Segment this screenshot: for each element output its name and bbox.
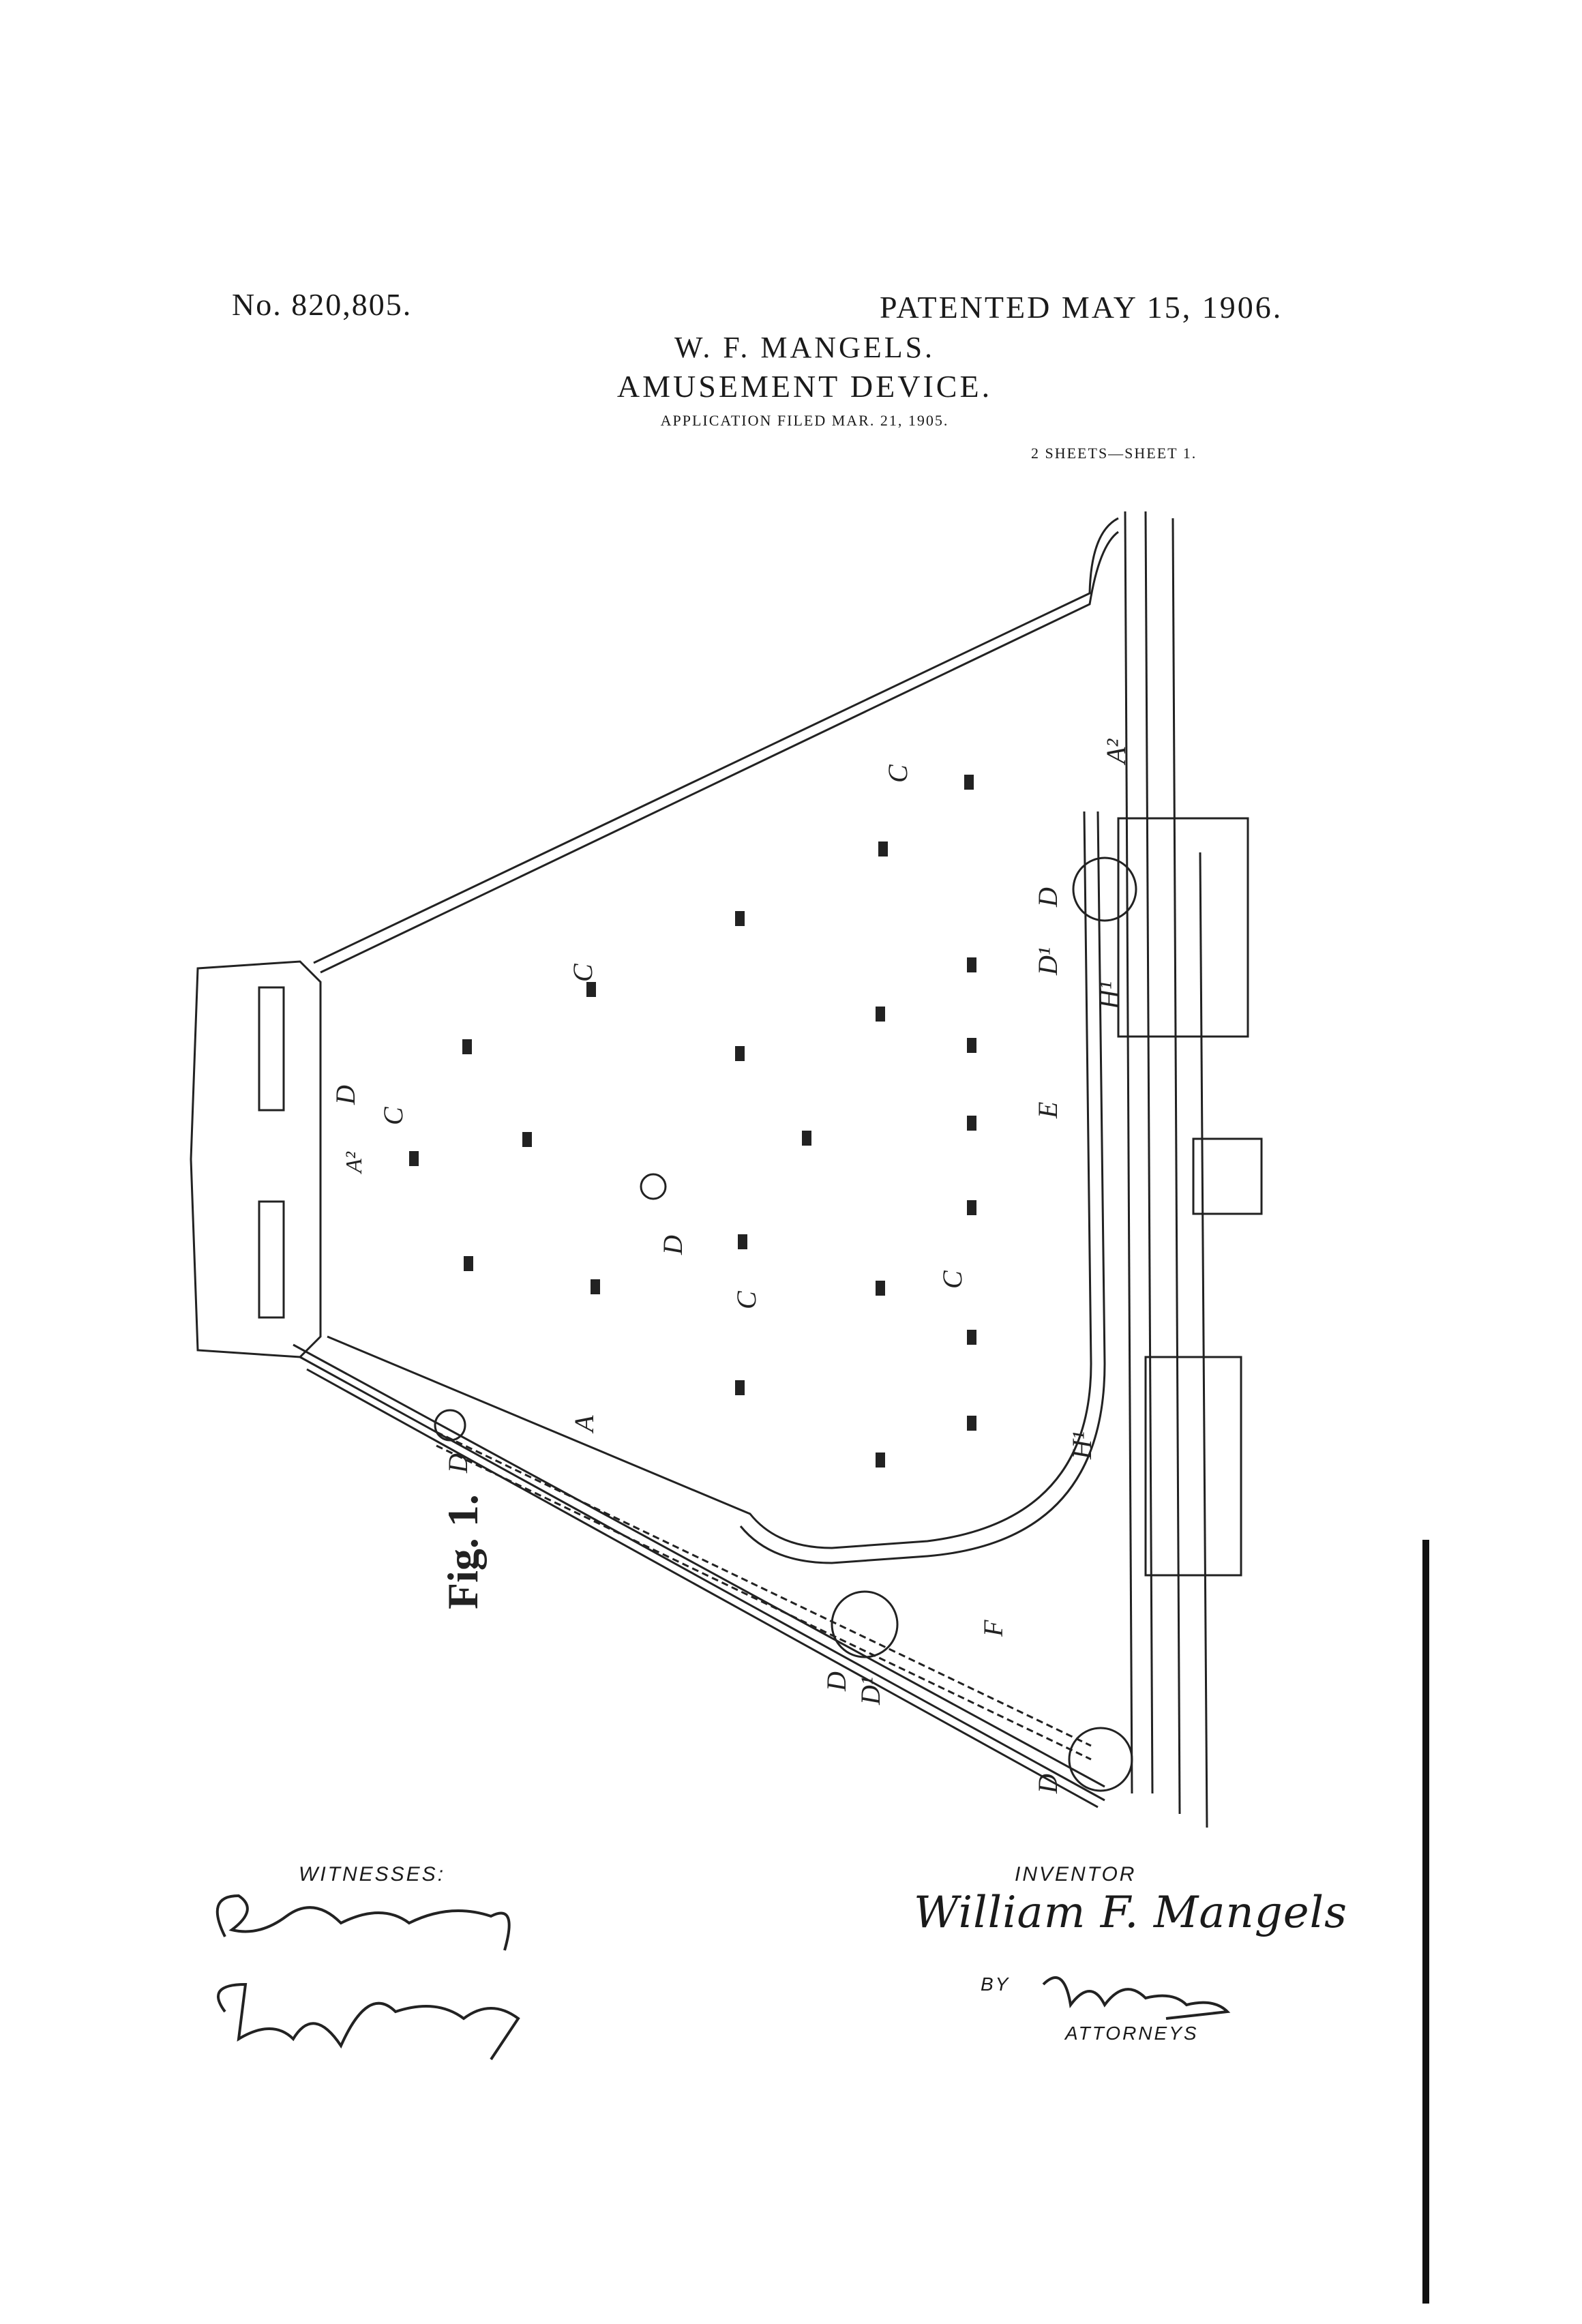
ref-letter-c-4: C <box>731 1290 762 1309</box>
stairs-upper <box>1117 817 1249 1038</box>
ref-letter-d-3: D <box>657 1235 688 1255</box>
by-label: BY <box>981 1973 1011 1995</box>
ref-letter-d-2: D <box>330 1085 361 1105</box>
sheet-count: 2 SHEETS—SHEET 1. <box>1031 445 1197 462</box>
witnesses-label: WITNESSES: <box>299 1863 446 1886</box>
patent-number: No. 820,805. <box>232 287 413 322</box>
ticket-booth <box>1192 1137 1263 1215</box>
outer-rail-top <box>313 517 1119 964</box>
ref-letter-d1-1: D¹ <box>1032 947 1063 976</box>
ref-letter-d-1: D <box>1032 887 1063 908</box>
inventor-name: W. F. MANGELS. <box>674 331 936 364</box>
ref-letter-d-6: D <box>1032 1774 1063 1794</box>
attorney-signature <box>1042 1976 1231 2020</box>
right-track <box>1124 511 1133 1794</box>
ref-letter-e: E <box>1032 1102 1063 1119</box>
inventor-signature: William F. Mangels <box>914 1888 1347 1938</box>
turntable-right <box>1072 856 1137 922</box>
ref-letter-h1-1: H¹ <box>1094 981 1124 1010</box>
ref-letter-f: F <box>978 1620 1009 1637</box>
figure-label: Fig. 1. <box>438 1494 487 1609</box>
center-hub <box>640 1173 667 1200</box>
outer-rail-bottom <box>293 1343 1105 1788</box>
application-filed: APPLICATION FILED MAR. 21, 1905. <box>660 412 949 429</box>
ref-letter-c-2: C <box>567 963 598 982</box>
drive-pulley-1 <box>434 1409 466 1442</box>
witness-signature-1 <box>215 1894 511 1951</box>
operator-cab <box>190 960 322 1358</box>
attorneys-label: ATTORNEYS <box>1065 2023 1199 2044</box>
floor-posts <box>409 775 976 1468</box>
floor-boundary <box>327 811 1092 1549</box>
ref-letter-a: A <box>569 1415 599 1434</box>
patent-title: AMUSEMENT DEVICE. <box>616 369 993 404</box>
ref-letter-a2-cab: A² <box>342 1151 367 1174</box>
ref-letter-h1-2: H¹ <box>1066 1431 1097 1460</box>
ref-letter-c-3: C <box>378 1106 408 1125</box>
drive-pulley-3 <box>1068 1727 1133 1792</box>
ref-letter-c-5: C <box>937 1270 968 1289</box>
scan-edge-bar <box>1422 1540 1429 2304</box>
witness-signature-2 <box>217 1982 520 2061</box>
ref-letter-a2: A² <box>1101 739 1131 766</box>
inventor-label: INVENTOR <box>1015 1863 1137 1886</box>
ref-letter-d-5: D <box>821 1671 852 1692</box>
stairs-lower <box>1144 1356 1242 1577</box>
ref-letter-d-4: D <box>443 1453 473 1474</box>
drive-pulley-2 <box>831 1590 899 1658</box>
ref-letter-c-1: C <box>882 764 913 783</box>
patent-date: PATENTED MAY 15, 1906. <box>880 290 1283 325</box>
ref-letter-d1-2: D¹ <box>855 1677 886 1705</box>
